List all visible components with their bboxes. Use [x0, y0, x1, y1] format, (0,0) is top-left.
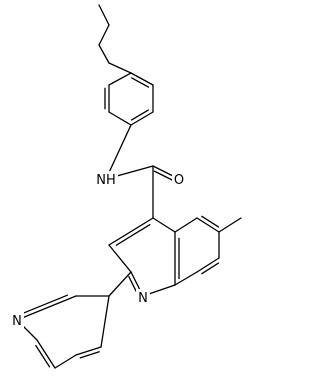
bond-layer [16, 4, 242, 369]
bond-pyridine-2 [16, 295, 77, 321]
bond-benzo-5 [174, 271, 198, 286]
bond-pyridine-5 [54, 354, 77, 369]
bond-benzo-2-inner [201, 215, 220, 228]
bond-pyridine-2-inner [21, 294, 69, 315]
bond-phenyl-4 [108, 111, 132, 126]
atom-n-quinoline: N [136, 289, 150, 306]
bond-pyridine-6-inner [79, 351, 100, 359]
bond-quinoline-1-inner [115, 223, 151, 246]
bond-benzo-1 [174, 217, 198, 233]
bond-phenyl-1-inner [131, 77, 150, 88]
bond-benzo-2 [196, 217, 220, 233]
bond-carbonyl-o-inner [153, 170, 175, 182]
structure-diagram: NH O N N [10, 4, 242, 369]
atom-n-pyridine: N [10, 312, 24, 329]
bond-quinoline-2 [108, 244, 132, 273]
bond-benzo-4 [196, 257, 220, 273]
bond-benzo-4-inner [201, 262, 220, 275]
bond-aryl-n [105, 124, 132, 180]
bond-pyridine-6 [75, 346, 102, 356]
atom-label-n-quinoline: N [138, 291, 148, 306]
bond-butyl-2 [98, 24, 110, 46]
atom-o: O [172, 171, 186, 188]
bond-pyridine-4-inner [35, 344, 51, 368]
bond-butyl-3 [98, 44, 110, 64]
bond-phenyl-3 [130, 111, 154, 126]
bond-quinoline-6 [152, 217, 176, 233]
bond-pyridine-7 [100, 295, 110, 348]
molecule-drawing: NH O N N [10, 4, 242, 369]
bond-methyl [218, 217, 242, 233]
bond-quinoline-pyridine [108, 271, 132, 297]
atom-label-o: O [174, 173, 184, 188]
bond-butyl-4 [108, 62, 132, 74]
bond-pyridine-4 [36, 339, 56, 369]
atom-label-n-pyridine: N [12, 314, 22, 329]
atom-label-nh: NH [96, 173, 116, 188]
bond-phenyl-1 [130, 72, 154, 86]
bond-butyl-1 [98, 4, 110, 26]
bond-phenyl-3-inner [130, 109, 149, 121]
bond-quinoline-1 [108, 217, 154, 246]
bond-phenyl-6 [108, 72, 132, 86]
atom-nh: NH [94, 171, 118, 188]
